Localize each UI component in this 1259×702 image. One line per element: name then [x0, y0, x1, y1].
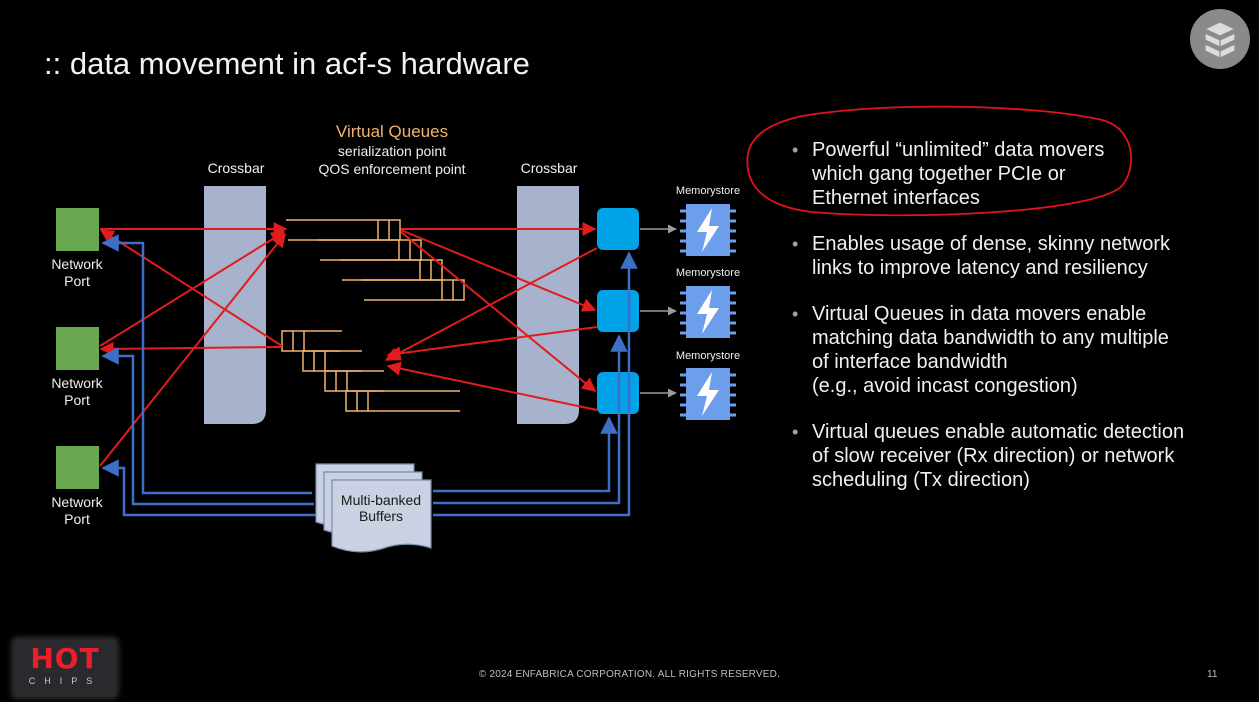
- network-port-1: [56, 208, 99, 251]
- data-mover-2: [597, 290, 639, 332]
- network-port-3-label-line2: Port: [64, 511, 90, 527]
- memorystore-2-label: Memorystore: [676, 267, 740, 279]
- bullet-3: • Virtual Queues in data movers enable m…: [792, 303, 1169, 397]
- serialization-point-label: serialization point: [338, 143, 446, 159]
- virtual-queues-label: Virtual Queues: [336, 122, 448, 141]
- memorystore-2-icon: [680, 286, 736, 338]
- network-port-1-label-line1: Network: [51, 256, 103, 272]
- bullet-1: • Powerful “unlimited” data movers which…: [792, 139, 1105, 209]
- qos-enforcement-label: QOS enforcement point: [318, 161, 465, 177]
- network-port-1-label-line2: Port: [64, 273, 90, 289]
- buffers-label-line1: Multi-banked: [341, 492, 421, 508]
- memorystore-1-label: Memorystore: [676, 185, 740, 197]
- crossbar-right: [517, 186, 579, 424]
- hot-chips-logo-bottom: CHIPS: [28, 676, 102, 686]
- bullet-2: • Enables usage of dense, skinny network…: [792, 233, 1170, 279]
- multi-banked-buffers: Multi-banked Buffers: [315, 463, 432, 553]
- memorystore-3-icon: [680, 368, 736, 420]
- data-mover-1: [597, 208, 639, 250]
- copyright-footer: © 2024 ENFABRICA CORPORATION. ALL RIGHTS…: [478, 669, 781, 680]
- cube-stack-icon: [1203, 21, 1237, 59]
- crossbar-left: [204, 186, 266, 424]
- network-port-2-label-line2: Port: [64, 392, 90, 408]
- crossbar-right-label: Crossbar: [521, 160, 578, 176]
- virtual-queues-upper: [286, 219, 465, 301]
- bullet-4: • Virtual queues enable automatic detect…: [792, 421, 1185, 491]
- memorystore-3-label: Memorystore: [676, 350, 740, 362]
- network-port-2: [56, 327, 99, 370]
- network-port-3: [56, 446, 99, 489]
- enfabrica-logo: [1190, 9, 1250, 69]
- hot-chips-logo: HOT CHIPS: [14, 640, 116, 696]
- data-movement-diagram: Virtual Queues serialization point QOS e…: [51, 122, 740, 553]
- bullet-list: • Powerful “unlimited” data movers which…: [790, 138, 1230, 514]
- highlight-circle: [746, 105, 1132, 217]
- virtual-queues-lower: [281, 330, 460, 412]
- buffers-label-line2: Buffers: [359, 508, 403, 524]
- crossbar-left-label: Crossbar: [208, 160, 265, 176]
- slide-title: :: data movement in acf-s hardware: [44, 46, 530, 81]
- page-number: 11: [1207, 669, 1218, 680]
- red-data-arrows: [99, 222, 598, 467]
- network-port-2-label-line1: Network: [51, 375, 103, 391]
- hot-chips-logo-top: HOT: [30, 642, 100, 675]
- mover-to-memory-arrows: [640, 224, 677, 398]
- blue-buffer-arrows: [101, 234, 638, 517]
- memorystore-1-icon: [680, 204, 736, 256]
- network-port-3-label-line1: Network: [51, 494, 103, 510]
